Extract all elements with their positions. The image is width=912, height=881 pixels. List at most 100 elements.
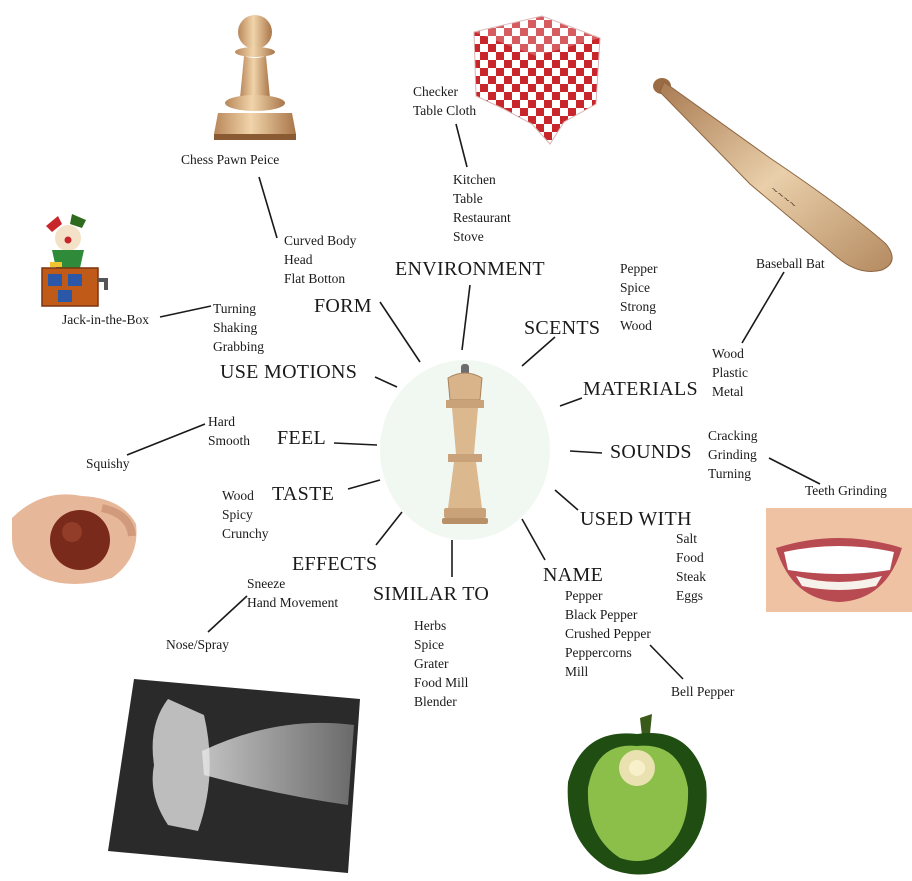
list-item: Cracking [708,426,758,445]
spoke-feel [334,443,377,445]
squishy-hand-icon [12,478,140,590]
list-item: Spice [620,278,658,297]
list-item: Blender [414,692,468,711]
items-environment: Kitchen Table Restaurant Stove [453,170,511,246]
list-item: Hand Movement [247,593,338,612]
list-item: Spice [414,635,468,654]
teeth-image [766,508,912,612]
list-item: Mill [565,662,651,681]
list-item: Grabbing [213,337,264,356]
list-item: Wood [620,316,658,335]
caption-line: Checker [413,82,476,101]
list-item: Wood [712,344,748,363]
list-item: Pepper [565,586,651,605]
category-sounds: SOUNDS [610,442,692,462]
list-item: Plastic [712,363,748,382]
table-cloth-image [472,12,602,147]
items-name: Pepper Black Pepper Crushed Pepper Peppe… [565,586,651,681]
items-taste: Wood Spicy Crunchy [222,486,269,543]
category-used-with: USED WITH [580,509,692,529]
items-form: Curved Body Head Flat Botton [284,231,356,288]
caption-line: Table Cloth [413,101,476,120]
caption-squishy: Squishy [86,454,130,473]
list-item: Peppercorns [565,643,651,662]
list-item: Black Pepper [565,605,651,624]
spoke-taste [348,480,380,489]
pepper-mill-hub [380,350,550,540]
list-item: Sneeze [247,574,338,593]
chess-pawn-image [210,8,300,143]
baseball-bat-image: ~~~~ [650,72,900,277]
link-baseball-bat [742,272,784,343]
list-item: Stove [453,227,511,246]
list-item: Salt [676,529,706,548]
chess-pawn-icon [210,8,300,143]
category-environment: ENVIRONMENT [395,259,545,279]
nose-spray-image [108,655,360,873]
list-item: Food Mill [414,673,468,692]
items-materials: Wood Plastic Metal [712,344,748,401]
sneeze-spray-icon [108,655,360,873]
items-used-with: Salt Food Steak Eggs [676,529,706,605]
link-bell-pepper [650,645,683,679]
jack-in-the-box-image [38,208,112,308]
list-item: Turning [708,464,758,483]
category-scents: SCENTS [524,318,600,338]
caption-nose-spray: Nose/Spray [166,635,229,654]
items-effects: Sneeze Hand Movement [247,574,338,612]
caption-teeth: Teeth Grinding [805,481,887,500]
spoke-materials [560,398,582,406]
jack-in-the-box-icon [38,208,112,308]
spoke-used-with [555,490,578,510]
caption-table-cloth: Checker Table Cloth [413,82,476,120]
link-table-cloth [456,124,467,167]
list-item: Crushed Pepper [565,624,651,643]
list-item: Grinding [708,445,758,464]
category-effects: EFFECTS [292,554,377,574]
list-item: Restaurant [453,208,511,227]
link-nose-spray [208,596,247,632]
category-name: NAME [543,565,603,585]
items-feel: Hard Smooth [208,412,250,450]
caption-chess-pawn: Chess Pawn Peice [181,150,279,169]
list-item: Head [284,250,356,269]
list-item: Smooth [208,431,250,450]
baseball-bat-icon: ~~~~ [650,72,900,277]
caption-bell-pepper: Bell Pepper [671,682,734,701]
bell-pepper-image [562,712,712,876]
list-item: Kitchen [453,170,511,189]
category-form: FORM [314,296,372,316]
category-similar-to: SIMILAR TO [373,584,489,604]
teeth-smile-icon [766,508,912,612]
list-item: Food [676,548,706,567]
bell-pepper-icon [562,712,712,876]
link-chess-pawn [259,177,277,238]
list-item: Crunchy [222,524,269,543]
items-sounds: Cracking Grinding Turning [708,426,758,483]
list-item: Turning [213,299,264,318]
list-item: Eggs [676,586,706,605]
pepper-mill-icon [380,350,550,540]
link-squishy [127,424,205,455]
items-use-motions: Turning Shaking Grabbing [213,299,264,356]
list-item: Steak [676,567,706,586]
list-item: Spicy [222,505,269,524]
list-item: Hard [208,412,250,431]
spoke-sounds [570,451,602,453]
link-jack-in-the-box [160,306,211,317]
category-materials: MATERIALS [583,379,698,399]
list-item: Flat Botton [284,269,356,288]
category-taste: TASTE [272,484,334,504]
list-item: Table [453,189,511,208]
category-feel: FEEL [277,428,326,448]
checker-table-cloth-icon [472,12,602,147]
caption-jack-in-the-box: Jack-in-the-Box [62,310,149,329]
list-item: Strong [620,297,658,316]
list-item: Herbs [414,616,468,635]
category-use-motions: USE MOTIONS [220,362,357,382]
items-similar-to: Herbs Spice Grater Food Mill Blender [414,616,468,711]
list-item: Wood [222,486,269,505]
list-item: Metal [712,382,748,401]
spoke-environment [462,285,470,350]
list-item: Curved Body [284,231,356,250]
